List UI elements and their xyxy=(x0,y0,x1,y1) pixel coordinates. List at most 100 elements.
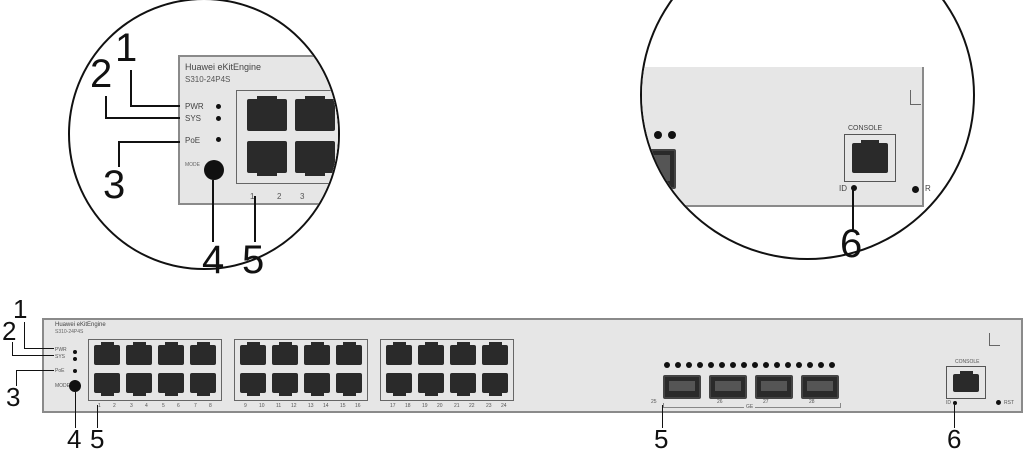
console-label: CONSOLE xyxy=(848,125,883,132)
sfp-port-number: 26 xyxy=(717,399,723,405)
rst-label-main: RST xyxy=(1004,400,1014,406)
sfp-led xyxy=(730,362,736,368)
sfp-led xyxy=(654,131,662,139)
rj45-port[interactable] xyxy=(190,373,216,396)
sfp-led xyxy=(785,362,791,368)
callout-3: 3 xyxy=(6,382,21,412)
mode-button-main[interactable] xyxy=(69,380,81,392)
poe-label: PoE xyxy=(185,136,201,145)
port-number: 8 xyxy=(209,403,212,409)
rj45-port[interactable] xyxy=(295,141,335,176)
rj45-port[interactable] xyxy=(295,96,335,131)
rj45-port[interactable] xyxy=(304,373,330,396)
mode-label: MODE xyxy=(185,162,200,168)
rj45-port[interactable] xyxy=(336,342,362,365)
port-number: 1 xyxy=(250,192,255,201)
brand-label-main: Huawei eKitEngine xyxy=(55,322,106,328)
sfp-port[interactable] xyxy=(801,375,839,399)
port-number: 22 xyxy=(469,403,475,409)
callout-6-zoom: 6 xyxy=(840,222,863,266)
sfp-led xyxy=(708,362,714,368)
rj45-port[interactable] xyxy=(272,373,298,396)
sfp-led xyxy=(829,362,835,368)
rj45-port[interactable] xyxy=(240,373,266,396)
sfp-led xyxy=(664,362,670,368)
port-number: 21 xyxy=(454,403,460,409)
console-port[interactable] xyxy=(844,134,896,182)
rj45-port[interactable] xyxy=(304,342,330,365)
callout-1-zoom: 1 xyxy=(115,26,138,70)
rj45-port[interactable] xyxy=(158,373,184,396)
poe-label-main: PoE xyxy=(55,368,65,374)
rj45-port[interactable] xyxy=(158,342,184,365)
pwr-label: PWR xyxy=(185,102,204,111)
sys-label-main: SYS xyxy=(55,354,66,360)
sfp-port-number: 27 xyxy=(763,399,769,405)
rst-button[interactable] xyxy=(912,186,919,193)
poe-led xyxy=(216,137,221,142)
rj45-port[interactable] xyxy=(386,342,412,365)
id-led xyxy=(851,185,857,191)
port-number: 3 xyxy=(130,403,133,409)
mode-label-main: MODE xyxy=(55,383,70,389)
port-number: 24 xyxy=(501,403,507,409)
console-label-main: CONSOLE xyxy=(955,359,980,365)
rj45-port[interactable] xyxy=(94,342,120,365)
mode-button[interactable] xyxy=(204,160,224,180)
sys-led-main xyxy=(73,357,77,361)
port-number: 11 xyxy=(276,403,282,409)
rj45-port[interactable] xyxy=(336,373,362,396)
sfp-led xyxy=(675,362,681,368)
pwr-led xyxy=(216,104,221,109)
sfp-port[interactable] xyxy=(663,375,701,399)
rj45-port[interactable] xyxy=(247,141,287,176)
model-label-main: S310-24P4S xyxy=(55,329,84,335)
sfp-led xyxy=(668,131,676,139)
callout-4-zoom: 4 xyxy=(202,238,225,282)
callout-3-zoom: 3 xyxy=(103,163,126,207)
sfp-led xyxy=(697,362,703,368)
sfp-led xyxy=(752,362,758,368)
rj45-port[interactable] xyxy=(94,373,120,396)
callout-1: 1 xyxy=(13,294,28,324)
port-number: 17 xyxy=(390,403,396,409)
rj45-port[interactable] xyxy=(450,342,476,365)
port-number: 10 xyxy=(259,403,265,409)
sfp-port[interactable] xyxy=(709,375,747,399)
rj45-port[interactable] xyxy=(272,342,298,365)
rj45-port[interactable] xyxy=(240,342,266,365)
port-number: 7 xyxy=(194,403,197,409)
id-led-main xyxy=(953,401,957,405)
rj45-port[interactable] xyxy=(247,96,287,131)
zoom-circle-left: Huawei eKitEngine S310-24P4S PWR SYS PoE… xyxy=(68,0,340,270)
port-number: 13 xyxy=(308,403,314,409)
rst-button-main[interactable] xyxy=(996,400,1001,405)
id-label-main: ID xyxy=(946,400,951,406)
port-number: 9 xyxy=(244,403,247,409)
sfp-led xyxy=(719,362,725,368)
rj45-port[interactable] xyxy=(190,342,216,365)
sfp-led xyxy=(763,362,769,368)
port-number: 19 xyxy=(422,403,428,409)
sfp-led xyxy=(774,362,780,368)
pwr-led-main xyxy=(73,350,77,354)
port-number: 3 xyxy=(300,192,305,201)
rj45-port[interactable] xyxy=(482,373,508,396)
rj45-port[interactable] xyxy=(126,373,152,396)
rj45-port[interactable] xyxy=(126,342,152,365)
port-number: 5 xyxy=(162,403,165,409)
rj45-port[interactable] xyxy=(386,373,412,396)
callout-5-zoom: 5 xyxy=(242,238,265,282)
sfp-led xyxy=(796,362,802,368)
zoom-port-group xyxy=(236,90,338,184)
rj45-port[interactable] xyxy=(418,342,444,365)
rj45-port[interactable] xyxy=(482,342,508,365)
rj45-port[interactable] xyxy=(418,373,444,396)
sfp-led xyxy=(741,362,747,368)
rj45-port[interactable] xyxy=(450,373,476,396)
console-port-main[interactable] xyxy=(946,366,986,399)
sfp-port[interactable] xyxy=(642,149,676,189)
sfp-port[interactable] xyxy=(755,375,793,399)
poe-led-main xyxy=(73,369,77,373)
